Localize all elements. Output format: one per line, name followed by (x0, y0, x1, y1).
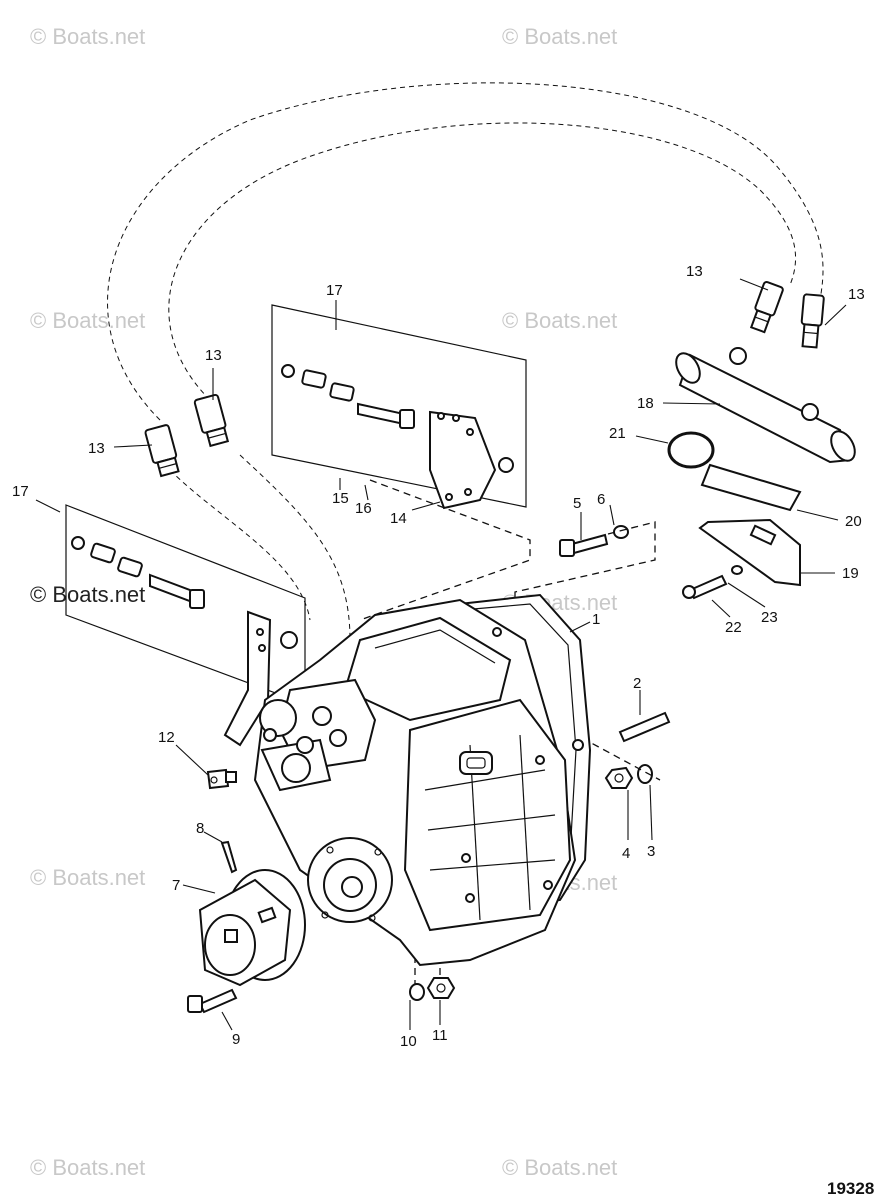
hose-fittings (144, 281, 825, 478)
callout-18: 18 (637, 395, 654, 412)
callout-11: 11 (432, 1027, 448, 1044)
callout-17-lower-kit: 17 (12, 483, 29, 500)
cooler-hoses (107, 82, 824, 641)
bolt-5-washer-6 (559, 525, 629, 557)
watermark: © Boats.net (30, 24, 145, 49)
oil-cooler (675, 347, 856, 464)
hose-clamp (667, 431, 715, 469)
callout-17-upper-kit: 17 (326, 282, 343, 299)
screw (220, 840, 238, 874)
callout-13-hose-fitting-c: 13 (686, 263, 703, 280)
callout-8: 8 (196, 820, 204, 837)
callout-22: 22 (725, 619, 742, 636)
callout-9: 9 (232, 1031, 240, 1048)
bolt-9 (187, 988, 238, 1014)
callout-6: 6 (597, 491, 605, 508)
shield-upper (700, 463, 802, 512)
callout-1: 1 (592, 611, 600, 628)
bolt-and-washer (682, 565, 743, 600)
watermark: © Boats.net (502, 1155, 617, 1180)
callout-13-hose-fitting-a: 13 (205, 347, 222, 364)
callout-21: 21 (609, 425, 626, 442)
callout-13-hose-fitting-b: 13 (88, 440, 105, 457)
bracket (698, 518, 801, 587)
callout-12: 12 (158, 729, 175, 746)
nuts-3-4 (604, 764, 653, 789)
callout-labels: 1 2 3 4 5 6 7 8 9 10 11 12 13 13 13 13 1… (12, 263, 865, 1050)
callout-23: 23 (761, 609, 778, 626)
drive-coupler (198, 869, 306, 987)
watermark: © Boats.net (502, 24, 617, 49)
watermark: © Boats.net (502, 308, 617, 333)
callout-15: 15 (332, 490, 349, 507)
figure-number: 19328 (827, 1179, 874, 1198)
watermark: © Boats.net (30, 1155, 145, 1180)
leader-lines (35, 278, 847, 1031)
callout-7: 7 (172, 877, 180, 894)
watermark: © Boats.net (30, 308, 145, 333)
callout-10: 10 (400, 1033, 417, 1050)
callout-20: 20 (845, 513, 862, 530)
callout-16: 16 (355, 500, 372, 517)
callout-14: 14 (390, 510, 407, 527)
callout-3: 3 (647, 843, 655, 860)
callout-13-hose-fitting-d: 13 (848, 286, 865, 303)
washer-10-nut-11 (409, 977, 456, 1001)
watermark-dark: © Boats.net (30, 582, 145, 607)
neutral-switch (206, 768, 237, 790)
transmission-case (253, 593, 592, 967)
callout-5: 5 (573, 495, 581, 512)
stud (618, 711, 671, 743)
watermark: © Boats.net (30, 865, 145, 890)
callout-2: 2 (633, 675, 641, 692)
callout-4: 4 (622, 845, 630, 862)
kit-panel-upper (271, 304, 527, 510)
callout-19: 19 (842, 565, 859, 582)
